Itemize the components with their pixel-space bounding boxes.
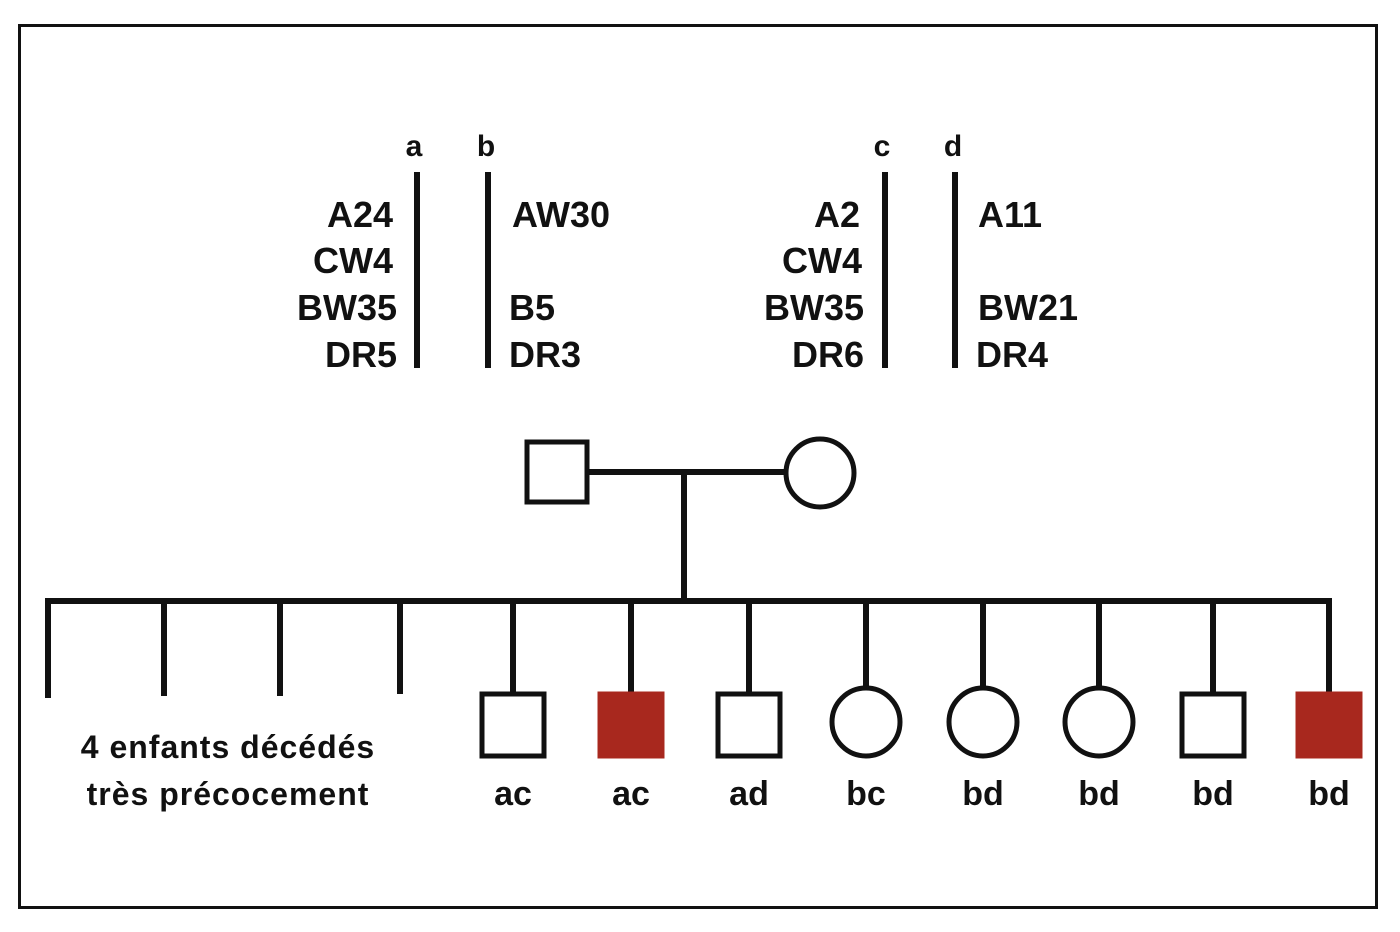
allele-a-2: CW4	[313, 240, 393, 281]
child-genotype-label: ac	[494, 775, 532, 813]
haplotype-a-label: a	[406, 130, 423, 163]
allele-c-4: DR6	[792, 334, 864, 375]
children-group: ac ac ad bc bd bd bd bd	[479, 598, 1363, 813]
allele-b-3: B5	[509, 287, 555, 328]
allele-c-3: BW35	[764, 287, 864, 328]
allele-b-1: AW30	[512, 194, 610, 235]
child-genotype-label: bc	[846, 775, 886, 813]
affected-male-symbol	[597, 691, 665, 759]
allele-a-1: A24	[327, 194, 393, 235]
allele-d-4: DR4	[976, 334, 1048, 375]
haplotype-c-label: c	[874, 130, 891, 163]
allele-a-3: BW35	[297, 287, 397, 328]
male-symbol	[1179, 691, 1247, 759]
figure-frame	[18, 24, 1378, 909]
deceased-note-line1: 4 enfants décédés	[81, 729, 375, 765]
male-symbol	[715, 691, 783, 759]
allele-d-1: A11	[978, 194, 1042, 235]
allele-a-4: DR5	[325, 334, 397, 375]
female-symbol	[1062, 685, 1136, 759]
child-genotype-label: ac	[612, 775, 650, 813]
child-genotype-label: bd	[1192, 775, 1234, 813]
child-genotype-label: bd	[962, 775, 1004, 813]
child-genotype-label: bd	[1308, 775, 1350, 813]
female-symbol	[829, 685, 903, 759]
affected-male-symbol	[1295, 691, 1363, 759]
deceased-note-line2: très précocement	[87, 776, 370, 812]
child-genotype-label: bd	[1078, 775, 1120, 813]
mother-symbol	[783, 436, 857, 510]
female-symbol	[946, 685, 1020, 759]
haplotype-d-label: d	[944, 130, 962, 163]
male-symbol	[479, 691, 547, 759]
father-symbol	[524, 439, 590, 505]
allele-d-3: BW21	[978, 287, 1078, 328]
allele-c-1: A2	[814, 194, 860, 235]
allele-b-4: DR3	[509, 334, 581, 375]
haplotype-b-label: b	[477, 130, 495, 163]
child-genotype-label: ad	[729, 775, 769, 813]
allele-c-2: CW4	[782, 240, 862, 281]
